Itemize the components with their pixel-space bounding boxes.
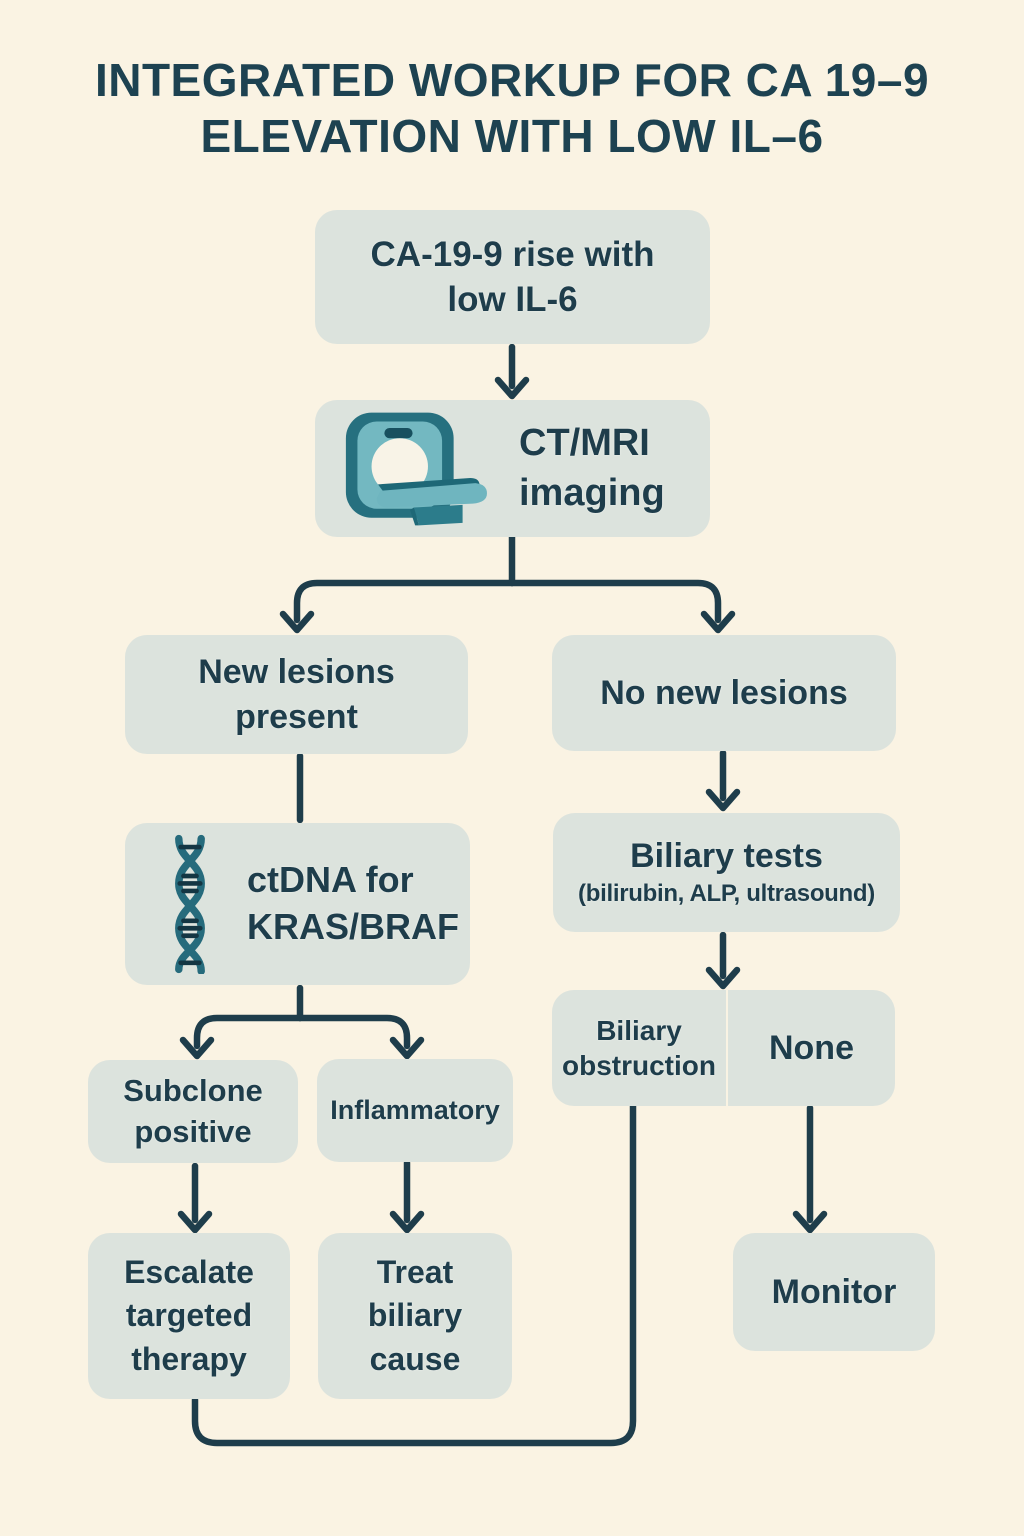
- node-no-new-lesions-label: No new lesions: [600, 673, 848, 712]
- node-treat-biliary-label: Treat biliary cause: [367, 1254, 463, 1377]
- page-title: INTEGRATED WORKUP FOR CA 19–9 ELEVATION …: [94, 54, 930, 163]
- node-inflammatory-label: Inflammatory: [330, 1094, 500, 1125]
- node-biliary-obstruction-none: Biliary obstruction None: [552, 990, 895, 1106]
- dna-helix-icon: [161, 834, 219, 974]
- node-no-new-lesions: No new lesions: [552, 635, 896, 751]
- node-escalate-label: Escalate targeted therapy: [124, 1254, 254, 1377]
- node-none-label: None: [768, 1028, 854, 1067]
- node-start-label: CA-19-9 rise with low IL-6: [370, 234, 655, 320]
- ct-scanner-icon: [339, 410, 499, 528]
- node-ctdna-label: ctDNA for KRAS/BRAF: [247, 859, 459, 947]
- node-monitor-label: Monitor: [771, 1272, 897, 1311]
- node-escalate: Escalate targeted therapy: [88, 1233, 290, 1399]
- node-inflammatory: Inflammatory: [317, 1059, 513, 1162]
- node-new-lesions-label: New lesions present: [198, 653, 395, 736]
- node-ctdna: ctDNA for KRAS/BRAF: [125, 823, 470, 985]
- node-new-lesions: New lesions present: [125, 635, 468, 754]
- node-subclone-positive: Subclone positive: [88, 1060, 298, 1163]
- node-biliary-tests-sublabel: (bilirubin, ALP, ultrasound): [578, 880, 875, 908]
- node-imaging-label: CT/MRI imaging: [519, 422, 665, 514]
- node-monitor: Monitor: [733, 1233, 935, 1351]
- node-subclone-positive-label: Subclone positive: [123, 1073, 263, 1149]
- node-imaging: CT/MRI imaging: [315, 400, 710, 537]
- node-biliary-tests-label: Biliary tests: [630, 837, 823, 876]
- node-biliary-tests: Biliary tests (bilirubin, ALP, ultrasoun…: [553, 813, 900, 932]
- node-treat-biliary: Treat biliary cause: [318, 1233, 512, 1399]
- node-start: CA-19-9 rise with low IL-6: [315, 210, 710, 344]
- node-biliary-obstruction-label: Biliary obstruction: [562, 1015, 716, 1081]
- node-none: None: [728, 990, 895, 1106]
- node-biliary-obstruction: Biliary obstruction: [552, 990, 728, 1106]
